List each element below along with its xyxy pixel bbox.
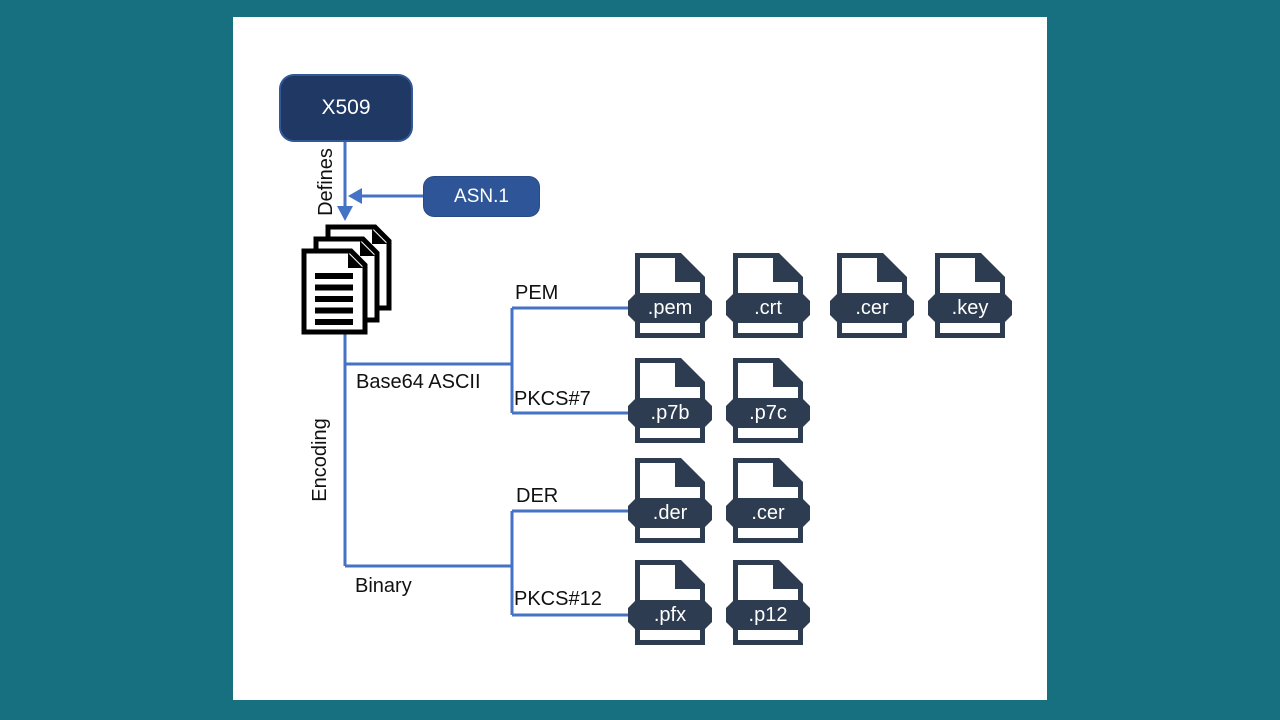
file-extension-badge: .key [928, 293, 1012, 323]
file-extension-badge: .cer [830, 293, 914, 323]
file-icon-key: .key [928, 253, 1012, 343]
file-icon-cer-der: .cer [726, 458, 810, 548]
file-icon-cer: .cer [830, 253, 914, 343]
file-extension-badge: .p7c [726, 398, 810, 428]
label-defines: Defines [315, 148, 337, 216]
file-icon-p7b: .p7b [628, 358, 712, 448]
file-icon-crt: .crt [726, 253, 810, 343]
file-icon-p7c: .p7c [726, 358, 810, 448]
label-pkcs7: PKCS#7 [514, 388, 591, 410]
file-icon-pem: .pem [628, 253, 712, 343]
document-stack-icon [301, 224, 392, 335]
label-pem: PEM [515, 282, 559, 304]
file-icon-pfx: .pfx [628, 560, 712, 650]
file-extension-badge: .cer [726, 498, 810, 528]
file-extension-badge: .der [628, 498, 712, 528]
label-der: DER [516, 485, 559, 507]
file-extension-badge: .crt [726, 293, 810, 323]
label-pkcs12: PKCS#12 [514, 588, 602, 610]
file-extension-badge: .pfx [628, 600, 712, 630]
file-icon-der: .der [628, 458, 712, 548]
file-icon-p12: .p12 [726, 560, 810, 650]
file-extension-badge: .p12 [726, 600, 810, 630]
node-asn1: ASN.1 [423, 176, 540, 217]
label-encoding: Encoding [309, 418, 331, 502]
file-extension-badge: .p7b [628, 398, 712, 428]
label-binary: Binary [355, 575, 412, 597]
label-base64-ascii: Base64 ASCII [356, 371, 481, 393]
node-x509: X509 [279, 74, 413, 142]
file-extension-badge: .pem [628, 293, 712, 323]
